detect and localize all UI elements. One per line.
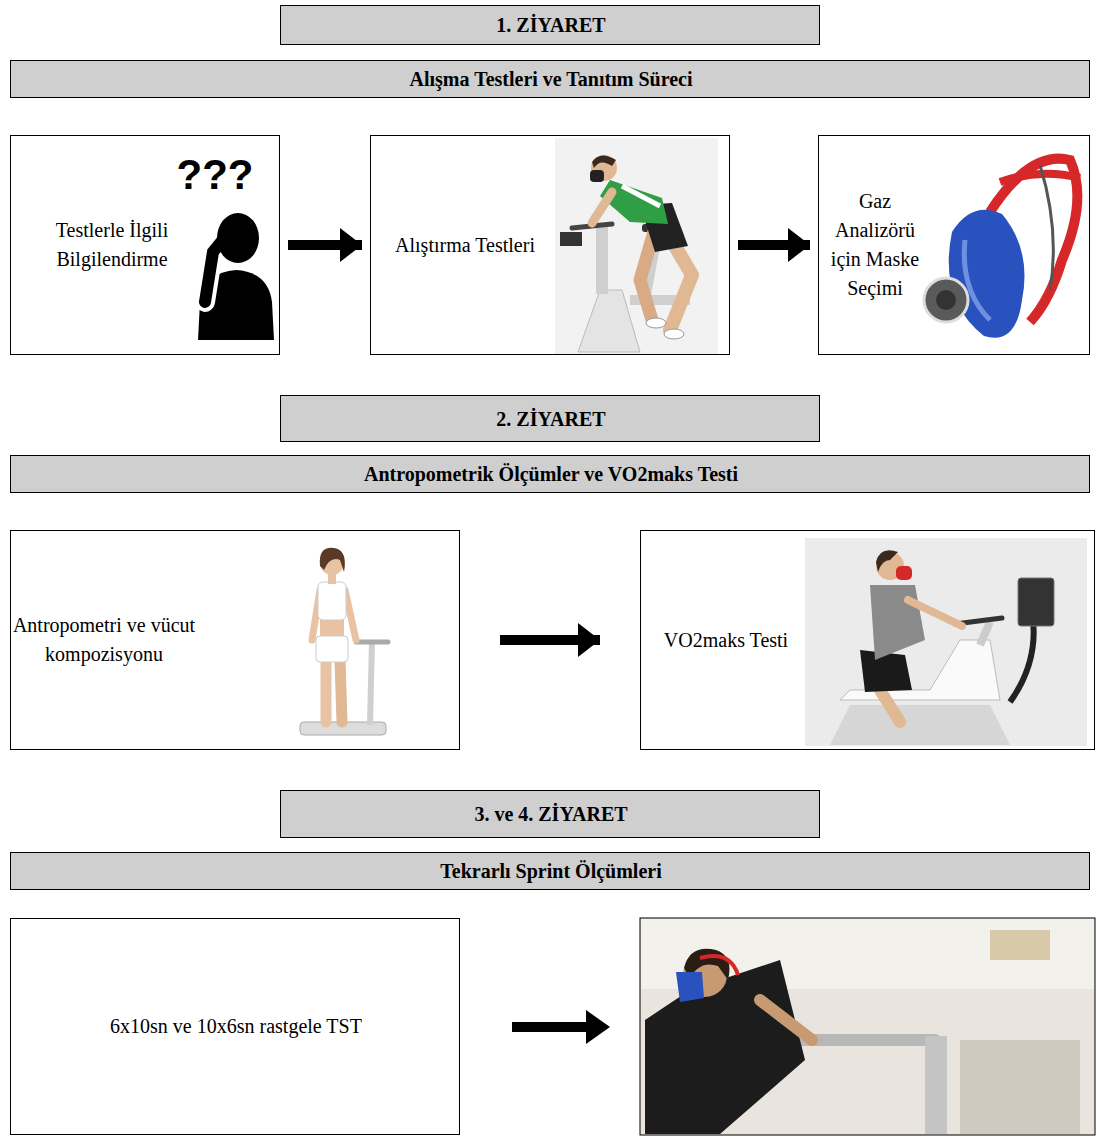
header-text: Tekrarlı Sprint Ölçümleri <box>440 859 661 883</box>
block-arrow <box>512 1010 610 1044</box>
text-area: Gaz Analizörü için Maske Seçimi <box>819 136 931 354</box>
section-band: Antropometrik Ölçümler ve VO2maks Testi <box>10 455 1090 493</box>
box-text: Alıştırma Testleri <box>395 231 535 260</box>
text-area: Alıştırma Testleri <box>376 136 554 354</box>
box-text: 6x10sn ve 10x6sn rastgele TST <box>110 1012 362 1041</box>
text-area: 2. ZİYARET <box>281 396 821 441</box>
text-area: Antropometrik Ölçümler ve VO2maks Testi <box>11 456 1091 492</box>
text-area: VO2maks Testi <box>645 531 807 749</box>
cyclist-photo <box>555 138 718 355</box>
block-arrow <box>288 240 362 250</box>
header-text: 2. ZİYARET <box>496 407 605 431</box>
block-arrow <box>500 635 600 645</box>
text-area: Testlerle İlgili Bilgilendirme <box>23 136 201 354</box>
vo2max-bike-photo <box>805 538 1087 746</box>
mask-photo <box>924 159 1080 338</box>
confused-person-icon <box>198 213 274 340</box>
sprint-test-photo <box>640 918 1095 1135</box>
box-text: VO2maks Testi <box>664 626 788 655</box>
text-area: Tekrarlı Sprint Ölçümleri <box>11 853 1091 889</box>
text-area: 1. ZİYARET <box>281 6 821 44</box>
box-text: Gaz Analizörü için Maske Seçimi <box>819 187 931 303</box>
question-marks: ??? <box>172 154 258 196</box>
header-text: 1. ZİYARET <box>496 13 605 37</box>
box-text: Antropometri ve vücut kompozisyonu <box>11 611 197 669</box>
header-text: Alışma Testleri ve Tanıtım Süreci <box>410 67 693 91</box>
text-area: Antropometri ve vücut kompozisyonu <box>11 531 197 749</box>
process-box: Alıştırma Testleri <box>370 135 730 355</box>
text-area: Alışma Testleri ve Tanıtım Süreci <box>11 61 1091 97</box>
process-box: VO2maks Testi <box>640 530 1095 750</box>
process-box: 6x10sn ve 10x6sn rastgele TST <box>10 918 460 1135</box>
header-text: Antropometrik Ölçümler ve VO2maks Testi <box>364 462 738 486</box>
body-composition-photo <box>300 548 388 735</box>
process-box: Gaz Analizörü için Maske Seçimi <box>818 135 1090 355</box>
visit-header: 1. ZİYARET <box>280 5 820 45</box>
header-text: 3. ve 4. ZİYARET <box>474 802 627 826</box>
text-area: 3. ve 4. ZİYARET <box>281 791 821 837</box>
box-text: Testlerle İlgili Bilgilendirme <box>23 216 201 274</box>
text-area: 6x10sn ve 10x6sn rastgele TST <box>11 919 461 1134</box>
visit-header: 3. ve 4. ZİYARET <box>280 790 820 838</box>
section-band: Tekrarlı Sprint Ölçümleri <box>10 852 1090 890</box>
visit-header: 2. ZİYARET <box>280 395 820 442</box>
section-band: Alışma Testleri ve Tanıtım Süreci <box>10 60 1090 98</box>
block-arrow <box>738 240 810 250</box>
process-box: Antropometri ve vücut kompozisyonu <box>10 530 460 750</box>
